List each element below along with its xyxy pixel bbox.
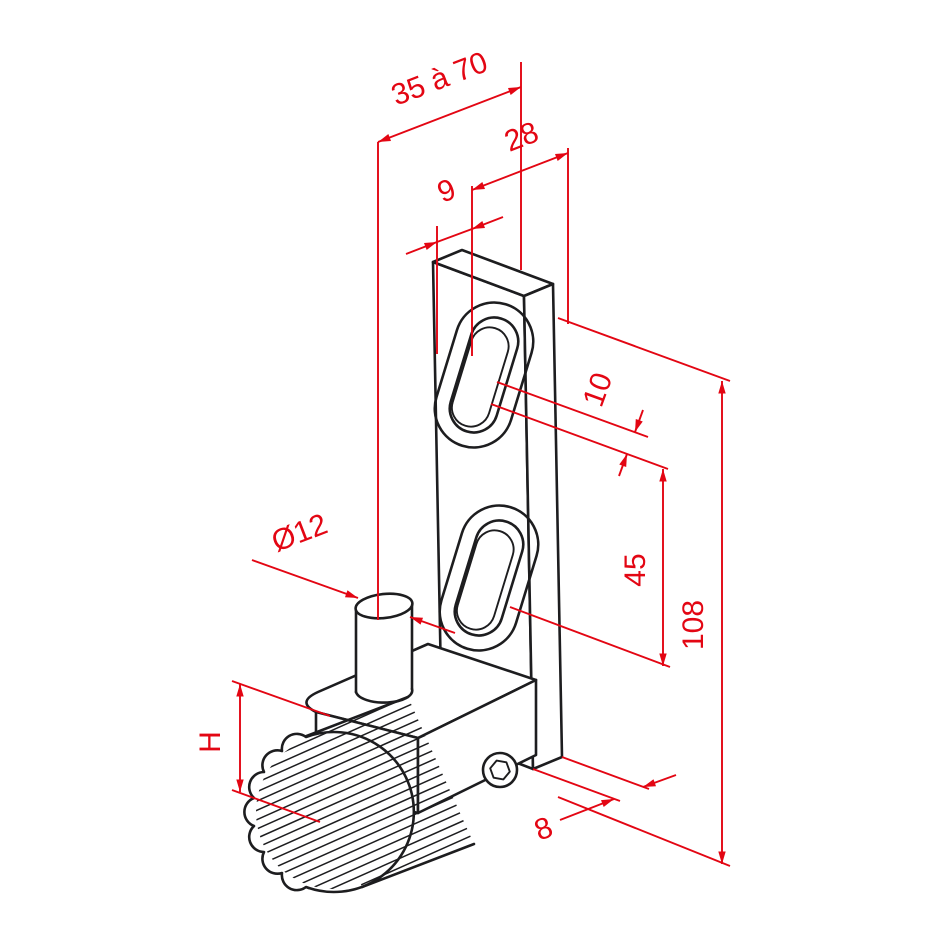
dim-label-edge-offset: 9 [433, 173, 460, 210]
knurl-bottom-edge [360, 842, 476, 889]
dimension-pin-diameter: Ø12 [251, 508, 456, 634]
dim-label-slot-spacing: 45 [619, 553, 652, 586]
upper-slot [433, 301, 535, 449]
dimension-plate-height: 108 [557, 317, 731, 867]
dimension-slot-spacing: 45 [509, 469, 671, 668]
block-front-right-face [416, 678, 538, 815]
dim-label-pivot-height: H [194, 731, 227, 753]
knurled-cylinder [243, 697, 474, 894]
dim-label-slot-width: 10 [577, 368, 619, 411]
lower-slot [438, 504, 540, 652]
dim-label-adjust-range: 35 à 70 [387, 46, 492, 113]
dimension-plate-thickness: 8 [530, 756, 677, 848]
dim-label-hole-width: 28 [500, 116, 543, 159]
dim-label-plate-thickness: 8 [530, 811, 557, 848]
dimension-pivot-height: H [194, 680, 331, 823]
dim-label-plate-height: 108 [677, 600, 710, 650]
pivot-pin [354, 592, 414, 704]
dim-label-pin-diameter: Ø12 [267, 508, 332, 559]
mounting-plate [431, 248, 564, 771]
bracket-part [243, 248, 564, 894]
hex-socket-screw [481, 751, 519, 789]
knurl-hatching [256, 697, 474, 889]
